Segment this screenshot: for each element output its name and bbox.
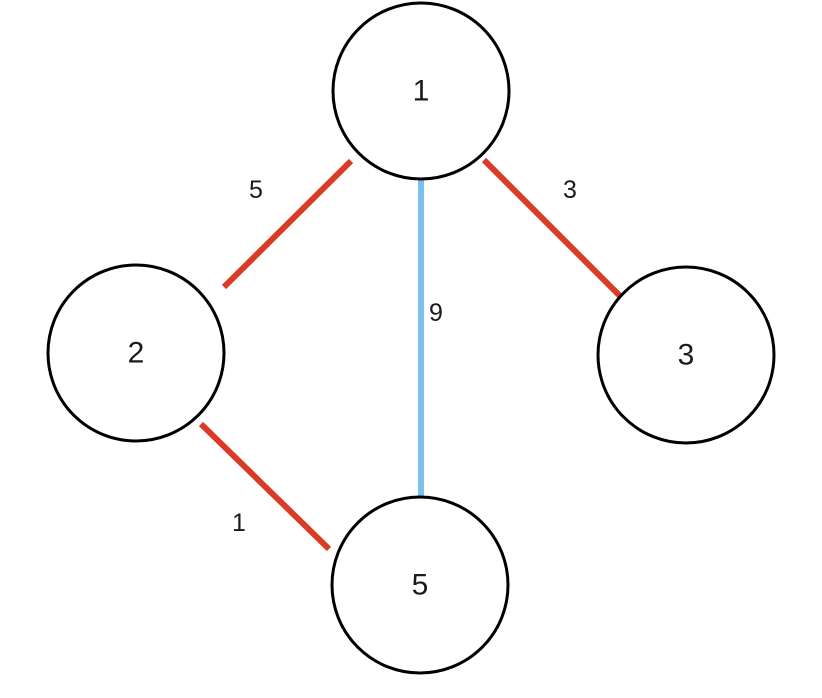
edge-1-2[interactable] (221, 158, 354, 290)
node-label-1: 1 (413, 75, 430, 108)
node-label-2: 2 (128, 337, 145, 370)
node-labels-layer: 1 2 3 5 (128, 75, 695, 602)
edge-weight-label-1-3: 3 (563, 176, 577, 204)
edge-labels-layer: 5 3 9 1 (232, 176, 577, 537)
node-label-5: 5 (412, 569, 429, 602)
nodes-layer (46, 1, 776, 675)
node-circle-5[interactable] (330, 495, 510, 675)
edge-weight-label-2-5: 1 (232, 509, 246, 537)
edges-layer (198, 157, 623, 552)
node-label-3: 3 (678, 339, 695, 372)
node-circle-1[interactable] (331, 1, 511, 181)
edge-1-3[interactable] (481, 157, 623, 299)
edge-weight-label-1-5: 9 (429, 299, 443, 327)
edge-weight-label-1-2: 5 (249, 176, 263, 204)
edge-2-5[interactable] (198, 421, 332, 552)
node-circle-2[interactable] (46, 263, 226, 443)
node-circle-3[interactable] (596, 265, 776, 445)
